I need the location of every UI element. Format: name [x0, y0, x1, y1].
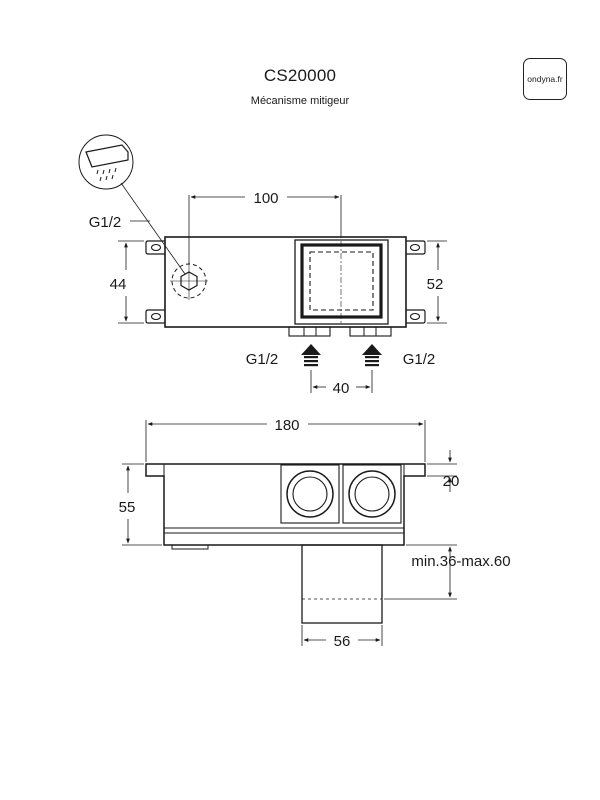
dim-sleeve-width: 56: [334, 633, 351, 650]
side-view: [122, 420, 457, 646]
inlet-arrow-left: [301, 344, 321, 367]
thread-label-inlet-left: G1/2: [246, 351, 279, 368]
thread-label-inlet-right: G1/2: [403, 351, 436, 368]
page-subtitle: Mécanisme mitigeur: [250, 95, 350, 107]
top-view: [78, 134, 447, 393]
dim-height-right: 52: [427, 276, 444, 293]
thread-label-outlet: G1/2: [89, 214, 122, 231]
cartridge-housing: [294, 239, 389, 325]
inlet-stub-left: [288, 326, 331, 337]
valve-body-side: [145, 463, 426, 546]
inlet-arrow-right: [362, 344, 382, 367]
dim-flange: 20: [443, 473, 460, 490]
dim-depth-range: min.36-max.60: [411, 553, 510, 570]
mounting-lug: [406, 309, 426, 324]
outlet-leader-line: [120, 182, 186, 275]
dim-width-top: 100: [253, 190, 278, 207]
mounting-lug: [145, 309, 165, 324]
outlet-nut: [170, 262, 208, 300]
inlet-port-left: [280, 464, 340, 524]
inlet-port-right: [342, 464, 402, 524]
shower-icon: [78, 134, 134, 190]
inlet-stub-right: [349, 326, 392, 337]
dim-height-left: 44: [110, 276, 127, 293]
dim-total-height: 55: [119, 499, 136, 516]
mounting-lug: [145, 240, 165, 255]
dim-inlet-spacing: 40: [333, 380, 350, 397]
brand-logo: ondyna.fr: [523, 58, 567, 100]
page-title: CS20000: [263, 66, 337, 85]
cartridge-sleeve: [301, 544, 383, 624]
dim-total-width: 180: [274, 417, 299, 434]
mounting-lug: [406, 240, 426, 255]
valve-body-top: [164, 236, 407, 328]
